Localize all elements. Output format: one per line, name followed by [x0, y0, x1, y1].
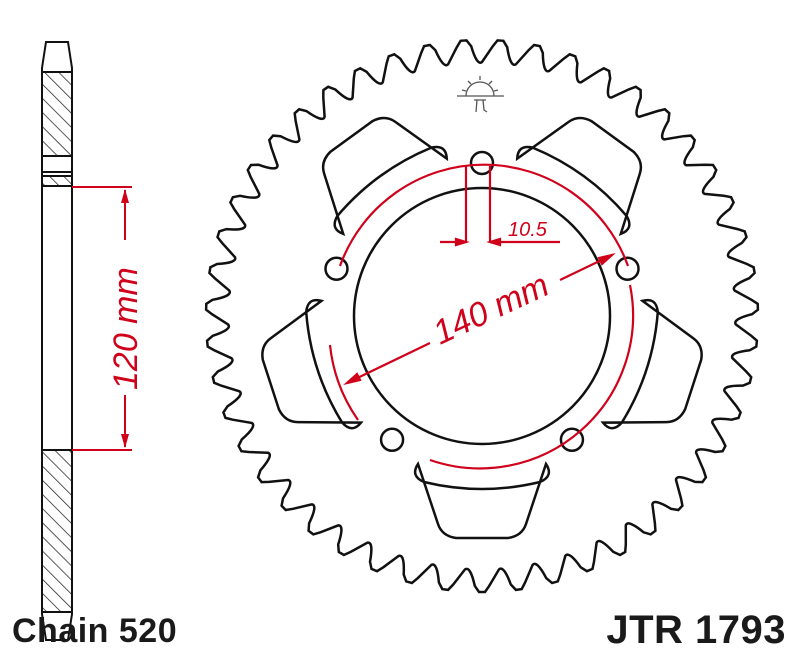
center-bore [352, 186, 612, 446]
sprocket-teeth-outline [204, 39, 760, 594]
bolt-circle-label: 140 mm [427, 266, 554, 352]
bolt-circle-dimension [328, 163, 635, 470]
bolt-hole [379, 427, 405, 453]
lightening-slot [413, 461, 551, 540]
bore-dimension-label: 120 mm [107, 267, 145, 390]
bolt-hole-label: 10.5 [508, 219, 548, 241]
lightening-slot [321, 116, 449, 236]
side-profile [41, 41, 73, 641]
lightening-slot [261, 298, 364, 430]
bolt-hole [324, 256, 349, 281]
lightening-slot [515, 116, 643, 236]
chain-label: Chain 520 [12, 612, 178, 650]
sprocket-face [204, 39, 760, 594]
bolt-hole [559, 427, 585, 453]
bolt-hole [615, 256, 640, 281]
part-number: JTR 1793 [606, 608, 786, 652]
brand-logo [457, 76, 504, 113]
bolt-hole [469, 150, 495, 176]
lightening-slot [600, 298, 703, 430]
bore-dimension [72, 186, 132, 451]
